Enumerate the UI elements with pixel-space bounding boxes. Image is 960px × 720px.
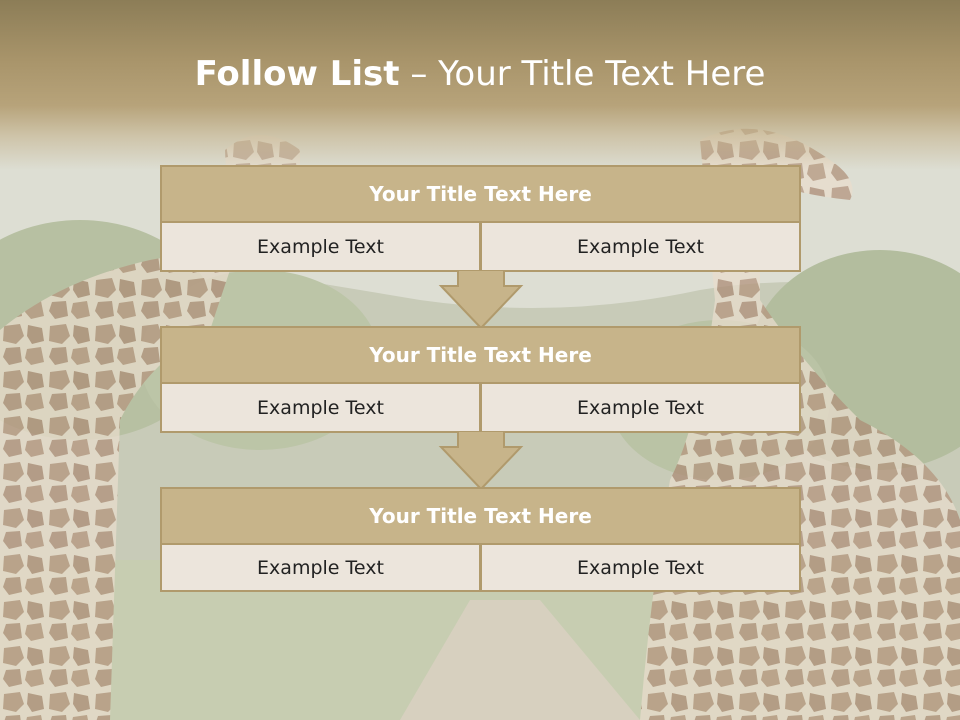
list-block-2: Your Title Text Here Example Text Exampl… [160,326,801,433]
down-arrow-icon [438,431,524,491]
block-title[interactable]: Your Title Text Here [160,165,801,223]
block-cell-left[interactable]: Example Text [160,221,481,272]
slide-title: Follow List – Your Title Text Here [0,54,960,94]
block-cell-right[interactable]: Example Text [480,543,801,592]
block-cell-right[interactable]: Example Text [480,382,801,433]
down-arrow-icon [438,270,524,330]
block-title[interactable]: Your Title Text Here [160,326,801,384]
list-block-1: Your Title Text Here Example Text Exampl… [160,165,801,272]
list-block-3: Your Title Text Here Example Text Exampl… [160,487,801,594]
header-band [0,0,960,170]
block-cell-left[interactable]: Example Text [160,543,481,592]
block-cell-left[interactable]: Example Text [160,382,481,433]
block-title[interactable]: Your Title Text Here [160,487,801,545]
slide-title-rest: – Your Title Text Here [410,54,766,94]
slide-title-bold: Follow List [194,54,400,94]
block-cell-right[interactable]: Example Text [480,221,801,272]
